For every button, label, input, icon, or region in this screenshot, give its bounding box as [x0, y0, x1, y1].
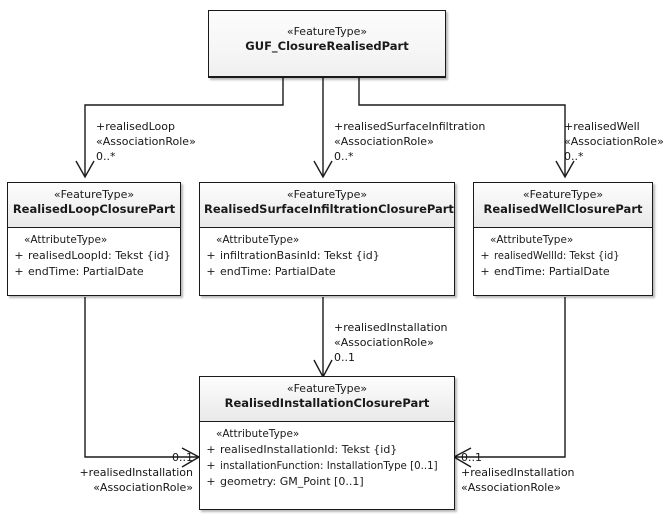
association-role: +realisedInstallation: [334, 321, 448, 334]
attribute-row: + realisedLoopId: Tekst {id}: [10, 248, 178, 264]
attribute-signature: realisedLoopId: Tekst {id}: [28, 249, 171, 262]
association-label-realised-surface-infiltration: +realisedSurfaceInfiltration «Associatio…: [334, 119, 485, 164]
connector-well-to-installation: [455, 297, 566, 458]
association-multiplicity: 0..*: [96, 150, 116, 163]
attribute-visibility: +: [206, 249, 216, 262]
class-box-realised-surface-infiltration-closure-part[interactable]: «FeatureType» RealisedSurfaceInfiltratio…: [199, 182, 455, 296]
association-stereotype: «AssociationRole»: [96, 135, 196, 148]
class-attribute-compartment: «AttributeType» + realisedLoopId: Tekst …: [8, 228, 180, 286]
attribute-row: + infiltrationBasinId: Tekst {id}: [202, 248, 452, 264]
connector-loop-to-installation: [84, 297, 198, 458]
association-label-realised-loop: +realisedLoop «AssociationRole» 0..*: [96, 119, 196, 164]
arrowhead-surface: [313, 160, 333, 179]
association-stereotype: «AssociationRole»: [564, 135, 664, 148]
arrowhead-loop: [75, 160, 95, 179]
class-attribute-compartment: «AttributeType» + realisedWellId: Tekst …: [474, 228, 652, 286]
class-name: RealisedInstallationClosurePart: [224, 396, 430, 410]
attribute-signature: installationFunction: InstallationType […: [220, 459, 438, 472]
attribute-visibility: +: [206, 265, 216, 278]
association-role: +realisedLoop: [96, 120, 175, 133]
class-stereotype: «FeatureType»: [286, 25, 368, 38]
attribute-signature: endTime: PartialDate: [28, 265, 144, 278]
association-role: +realisedInstallation: [461, 466, 575, 479]
association-label-loop-realised-installation: 0..1 +realisedInstallation «AssociationR…: [18, 450, 193, 495]
association-stereotype: «AssociationRole»: [461, 481, 561, 494]
attribute-signature: infiltrationBasinId: Tekst {id}: [220, 249, 380, 262]
class-stereotype: «FeatureType»: [286, 382, 368, 395]
class-attribute-compartment: «AttributeType» + realisedInstallationId…: [200, 422, 454, 496]
attribute-signature: realisedWellId: Tekst {id}: [494, 249, 620, 262]
attribute-visibility: +: [206, 475, 216, 488]
association-label-realised-well: +realisedWell «AssociationRole» 0..*: [564, 119, 664, 164]
connector-top-to-well: [358, 78, 566, 176]
association-stereotype: «AssociationRole»: [93, 481, 193, 494]
class-name: RealisedWellClosurePart: [483, 202, 643, 216]
class-stereotype: «FeatureType»: [522, 188, 604, 201]
attribute-row: + installationFunction: InstallationType…: [202, 458, 452, 474]
connector-top-to-loop: [84, 78, 284, 176]
attribute-visibility: +: [480, 249, 490, 262]
class-box-realised-loop-closure-part[interactable]: «FeatureType» RealisedLoopClosurePart «A…: [7, 182, 181, 296]
attribute-stereotype: «AttributeType»: [24, 234, 108, 246]
attribute-visibility: +: [14, 249, 24, 262]
association-multiplicity: 0..*: [334, 150, 354, 163]
class-box-guf-closure-realised-part[interactable]: «FeatureType» GUF_ClosureRealisedPart: [208, 10, 446, 78]
association-multiplicity: 0..1: [461, 451, 482, 464]
class-box-realised-installation-closure-part[interactable]: «FeatureType» RealisedInstallationClosur…: [199, 376, 455, 510]
class-stereotype: «FeatureType»: [286, 188, 368, 201]
attribute-stereotype: «AttributeType»: [216, 428, 300, 440]
attribute-row: + endTime: PartialDate: [10, 264, 178, 280]
attribute-row: + realisedInstallationId: Tekst {id}: [202, 442, 452, 458]
association-stereotype: «AssociationRole»: [334, 336, 434, 349]
class-box-realised-well-closure-part[interactable]: «FeatureType» RealisedWellClosurePart «A…: [473, 182, 653, 296]
association-multiplicity: 0..*: [564, 150, 584, 163]
attribute-signature: realisedInstallationId: Tekst {id}: [220, 443, 398, 456]
association-role: +realisedWell: [564, 120, 640, 133]
association-role: +realisedInstallation: [79, 466, 193, 479]
class-header: «FeatureType» RealisedWellClosurePart: [474, 183, 652, 228]
association-role: +realisedSurfaceInfiltration: [334, 120, 486, 133]
association-label-surface-realised-installation: +realisedInstallation «AssociationRole» …: [334, 320, 448, 365]
attribute-visibility: +: [206, 459, 216, 472]
association-multiplicity: 0..1: [172, 451, 193, 464]
association-label-well-realised-installation: 0..1 +realisedInstallation «AssociationR…: [461, 450, 575, 495]
attribute-visibility: +: [14, 265, 24, 278]
attribute-row: + endTime: PartialDate: [202, 264, 452, 280]
attribute-row: + endTime: PartialDate: [476, 264, 650, 280]
class-attribute-compartment: «AttributeType» + infiltrationBasinId: T…: [200, 228, 454, 286]
class-header: «FeatureType» RealisedSurfaceInfiltratio…: [200, 183, 454, 228]
association-multiplicity: 0..1: [334, 351, 355, 364]
class-stereotype: «FeatureType»: [53, 188, 135, 201]
class-header: «FeatureType» RealisedLoopClosurePart: [8, 183, 180, 228]
attribute-signature: endTime: PartialDate: [220, 265, 336, 278]
arrowhead-well: [555, 160, 575, 179]
attribute-stereotype: «AttributeType»: [490, 234, 574, 246]
attribute-visibility: +: [206, 443, 216, 456]
class-name: RealisedLoopClosurePart: [12, 202, 176, 216]
class-name: RealisedSurfaceInfiltrationClosurePart: [204, 202, 454, 216]
attribute-signature: geometry: GM_Point [0..1]: [220, 475, 364, 488]
class-header: «FeatureType» RealisedInstallationClosur…: [200, 377, 454, 422]
class-name: GUF_ClosureRealisedPart: [245, 39, 409, 53]
attribute-visibility: +: [480, 265, 490, 278]
attribute-row: + geometry: GM_Point [0..1]: [202, 474, 452, 490]
attribute-row: + realisedWellId: Tekst {id}: [476, 248, 650, 264]
attribute-stereotype: «AttributeType»: [216, 234, 300, 246]
association-stereotype: «AssociationRole»: [334, 135, 434, 148]
class-header: «FeatureType» GUF_ClosureRealisedPart: [209, 11, 445, 77]
attribute-signature: endTime: PartialDate: [494, 265, 610, 278]
